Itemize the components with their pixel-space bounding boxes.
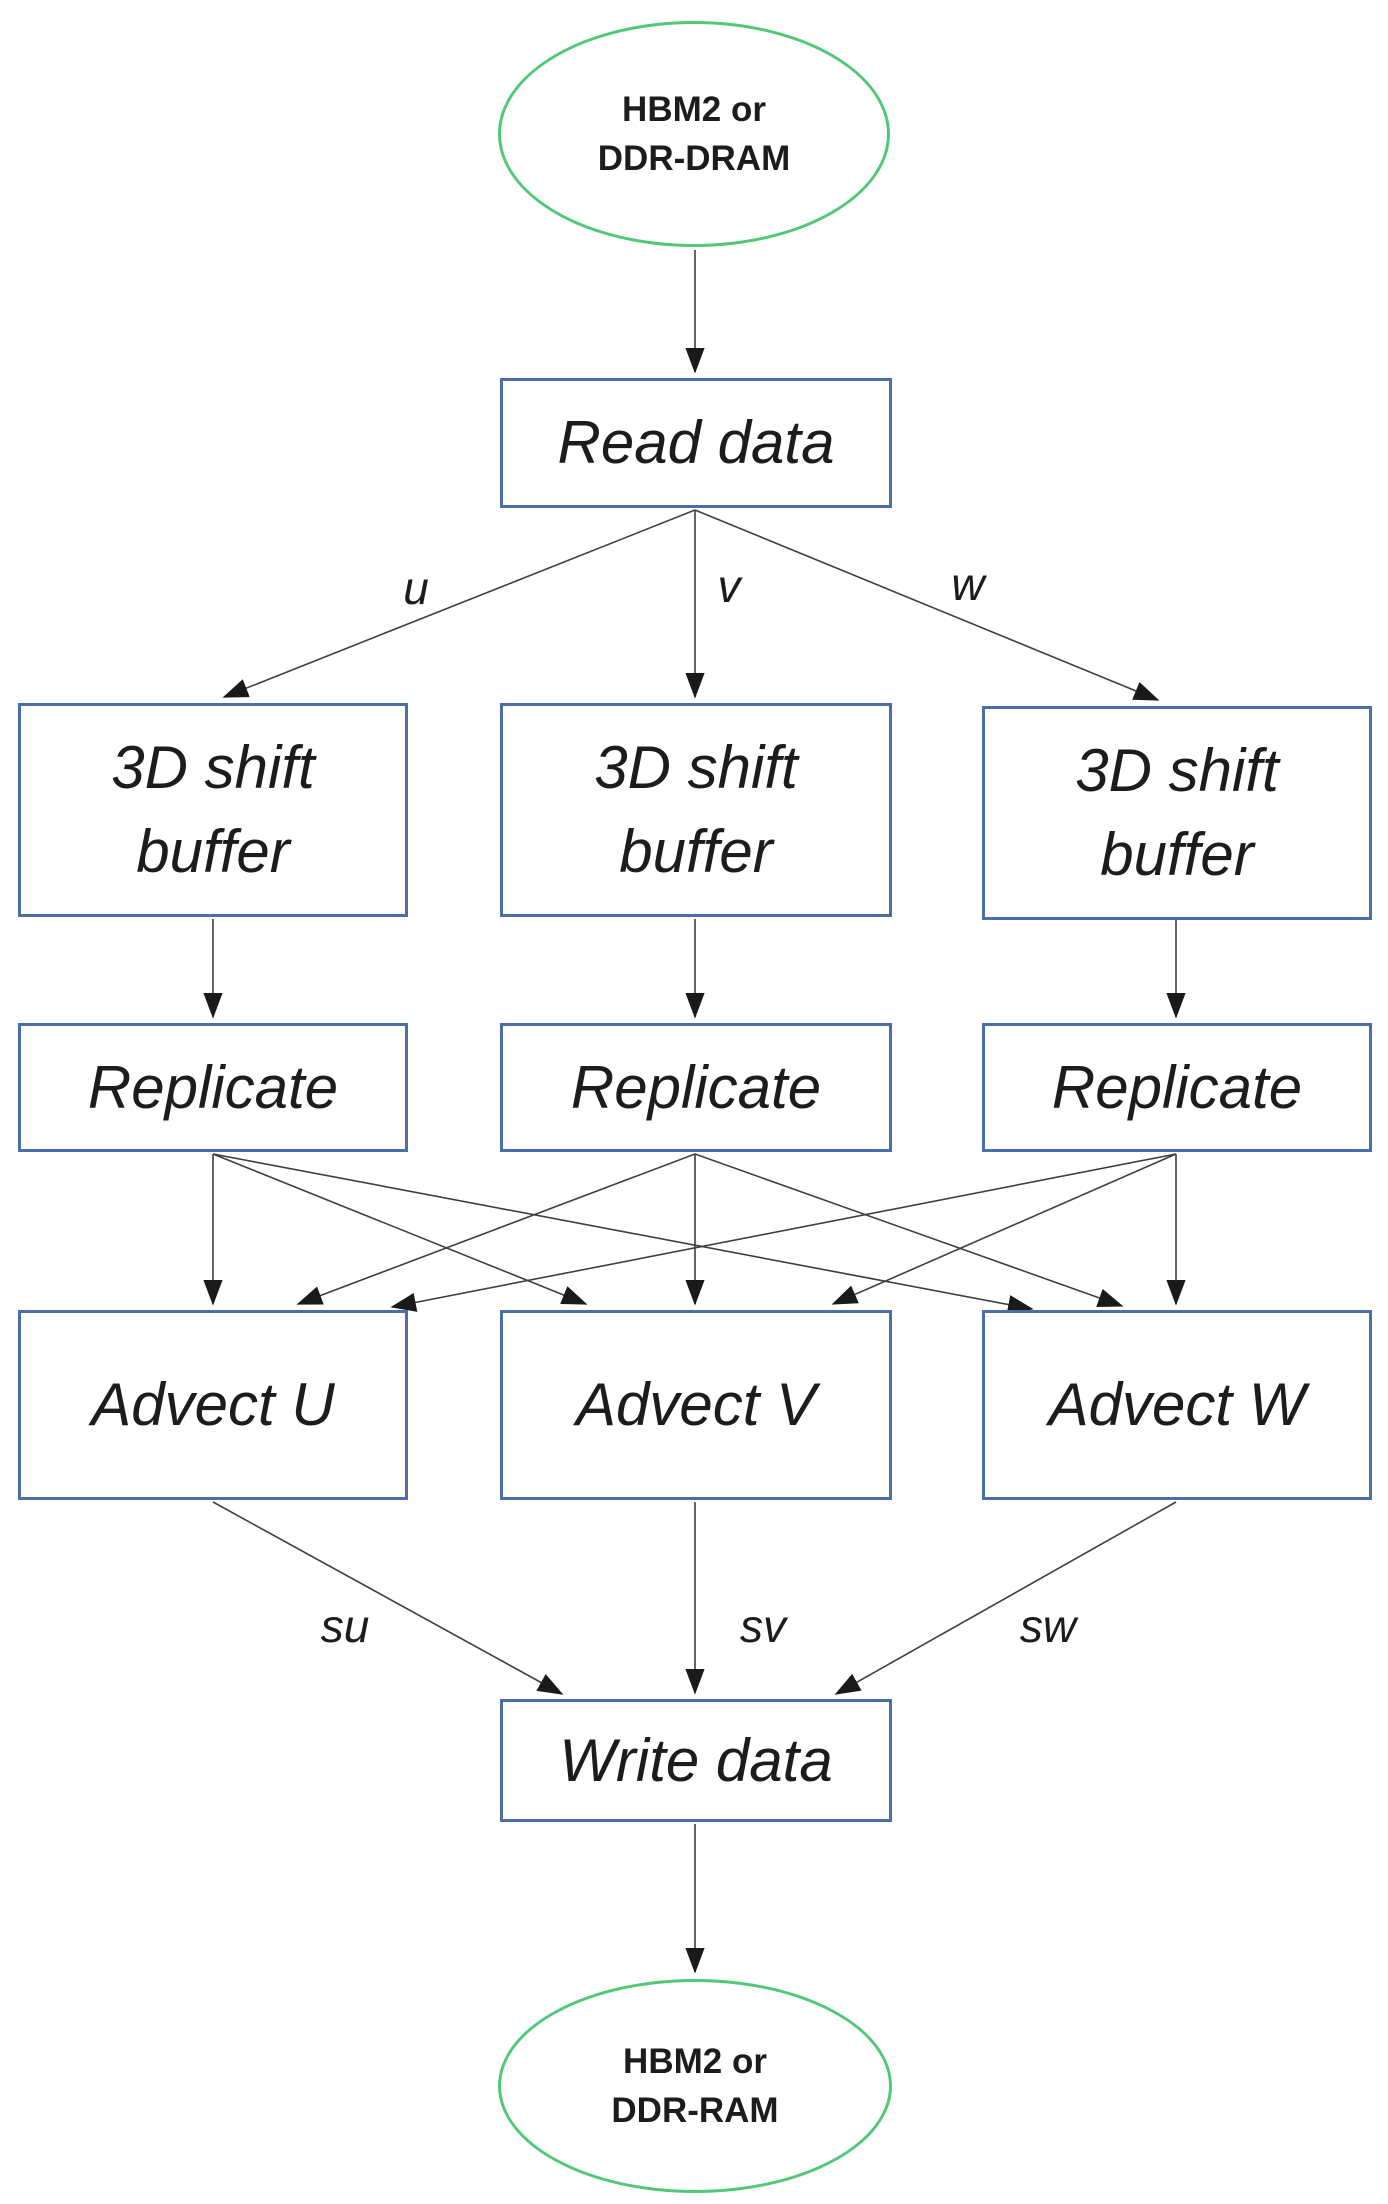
- node-memory-top-line1: HBM2 or: [622, 90, 766, 129]
- node-advect-v: Advect V: [500, 1310, 892, 1500]
- node-replicate-u-label: Replicate: [87, 1053, 339, 1121]
- node-shift-buffer-u-line1: 3D shift: [111, 734, 315, 801]
- node-advect-w-label: Advect W: [1048, 1371, 1306, 1438]
- node-advect-u-label: Advect U: [91, 1371, 335, 1438]
- arrow-replicate2-to-advect-u: [296, 1153, 696, 1305]
- arrow-advect-u-to-write: [212, 1501, 564, 1695]
- node-shift-buffer-w-line1: 3D shift: [1075, 737, 1279, 804]
- node-shift-buffer-v-line2: buffer: [619, 818, 773, 885]
- arrow-read-to-buffer-u: [222, 509, 696, 698]
- node-write-data: Write data: [500, 1699, 892, 1822]
- edge-label-sv: sv: [740, 1600, 786, 1652]
- node-shift-buffer-w: 3D shift buffer: [982, 706, 1372, 920]
- edge-label-w: w: [951, 558, 985, 610]
- node-write-data-label: Write data: [559, 1726, 833, 1794]
- arrow-read-to-buffer-w: [694, 509, 1160, 701]
- node-replicate-u: Replicate: [18, 1023, 408, 1152]
- edge-label-u: u: [403, 562, 429, 614]
- edge-label-sw: sw: [1019, 1600, 1077, 1652]
- arrow-replicate1-to-advect-w: [212, 1153, 1034, 1314]
- edge-label-su: su: [320, 1600, 370, 1652]
- node-replicate-v: Replicate: [500, 1023, 892, 1152]
- node-read-data: Read data: [500, 378, 892, 508]
- edge-label-v: v: [717, 560, 741, 612]
- node-shift-buffer-u-line2: buffer: [136, 818, 290, 885]
- node-memory-bottom-line1: HBM2 or: [623, 2042, 767, 2081]
- node-read-data-label: Read data: [557, 409, 835, 476]
- arrow-replicate3-to-advect-u: [390, 1153, 1177, 1312]
- arrow-replicate2-to-advect-w: [694, 1153, 1124, 1307]
- node-shift-buffer-v-line1: 3D shift: [594, 734, 798, 801]
- node-advect-u: Advect U: [18, 1310, 408, 1500]
- node-replicate-w: Replicate: [982, 1023, 1372, 1152]
- node-shift-buffer-v: 3D shift buffer: [500, 703, 892, 917]
- node-memory-bottom: HBM2 or DDR-RAM: [498, 1979, 892, 2193]
- arrow-replicate1-to-advect-v: [212, 1153, 588, 1305]
- node-memory-top: HBM2 or DDR-DRAM: [498, 21, 890, 247]
- node-memory-bottom-line2: DDR-RAM: [611, 2091, 779, 2130]
- node-memory-top-line2: DDR-DRAM: [597, 139, 791, 178]
- arrow-advect-w-to-write: [834, 1501, 1177, 1695]
- node-shift-buffer-u: 3D shift buffer: [18, 703, 408, 917]
- node-advect-w: Advect W: [982, 1310, 1372, 1500]
- node-shift-buffer-w-line2: buffer: [1100, 821, 1254, 888]
- arrow-replicate3-to-advect-v: [831, 1153, 1177, 1305]
- node-replicate-w-label: Replicate: [1051, 1053, 1303, 1121]
- node-advect-v-label: Advect V: [575, 1371, 817, 1438]
- node-replicate-v-label: Replicate: [570, 1053, 822, 1121]
